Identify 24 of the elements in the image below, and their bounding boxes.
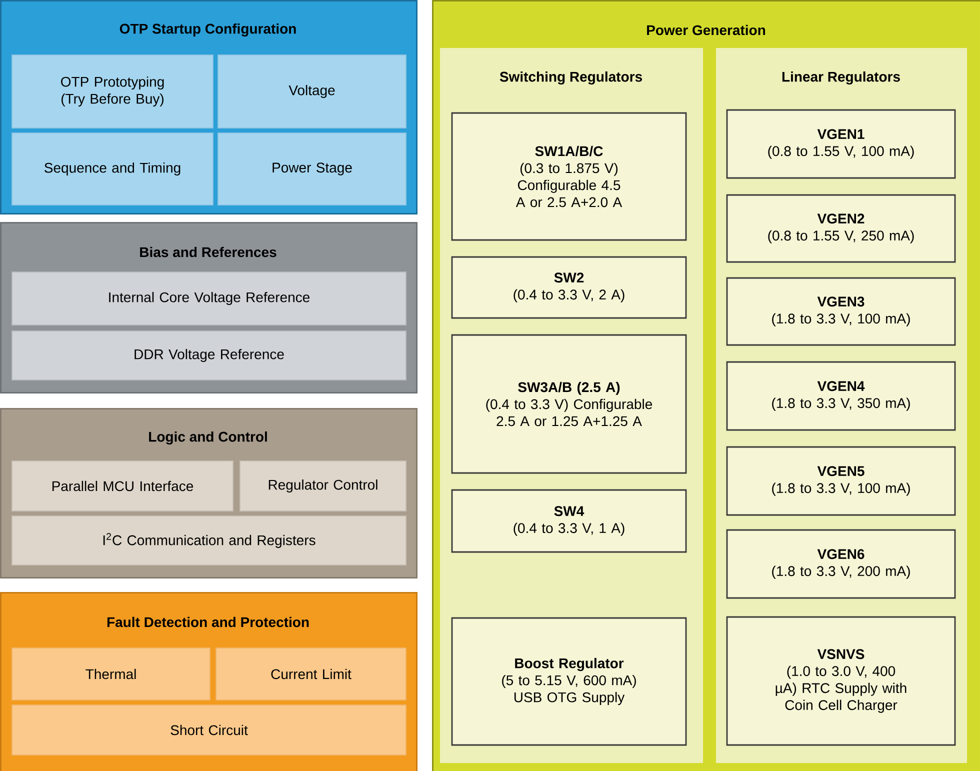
block-box: Internal Core Voltage Reference (12, 272, 406, 326)
block-box: OTP Prototyping (Try Before Buy) (12, 54, 214, 128)
block-box: Current Limit (216, 648, 406, 700)
block-box: SW3A/B (2.5 A) (0.4 to 3.3 V) Configurable 2.5 A or 1.25 A+1.25 A (451, 334, 687, 474)
block-box: VGEN4 (1.8 to 3.3 V, 350 mA) (726, 361, 956, 431)
block-box: I$^{2}$C Communication and Registers (12, 516, 406, 566)
block-box: Voltage (218, 54, 406, 128)
block-box: VGEN2 (0.8 to 1.55 V, 250 mA) (726, 194, 956, 263)
block-box: VGEN6 (1.8 to 3.3 V, 200 mA) (726, 529, 956, 599)
block-box: VGEN3 (1.8 to 3.3 V, 100 mA) (726, 277, 956, 346)
block-box: VGEN5 (1.8 to 3.3 V, 100 mA) (726, 446, 956, 516)
block-box: SW4 (0.4 to 3.3 V, 1 A) (451, 489, 687, 553)
block-box: SW1A/B/C (0.3 to 1.875 V) Configurable 4.5 A or 2.5 A+2.0 A (451, 112, 687, 241)
block-box: SW2 (0.4 to 3.3 V, 2 A) (451, 256, 687, 319)
block-box: VSNVS (1.0 to 3.0 V, 400 µA) RTC Supply with Coin Cell Charger (726, 616, 956, 746)
block-box: Power Stage (218, 132, 406, 206)
block-box: Boost Regulator (5 to 5.15 V, 600 mA) USB OTG Supply (451, 617, 687, 746)
block-box: Thermal (12, 648, 210, 700)
block-box: Short Circuit (12, 704, 406, 756)
block-box: Regulator Control (240, 460, 406, 512)
block-box: Sequence and Timing (12, 132, 214, 206)
block-box: Parallel MCU Interface (12, 460, 234, 512)
block-box: VGEN1 (0.8 to 1.55 V, 100 mA) (726, 109, 956, 179)
block-box: DDR Voltage Reference (12, 330, 406, 380)
